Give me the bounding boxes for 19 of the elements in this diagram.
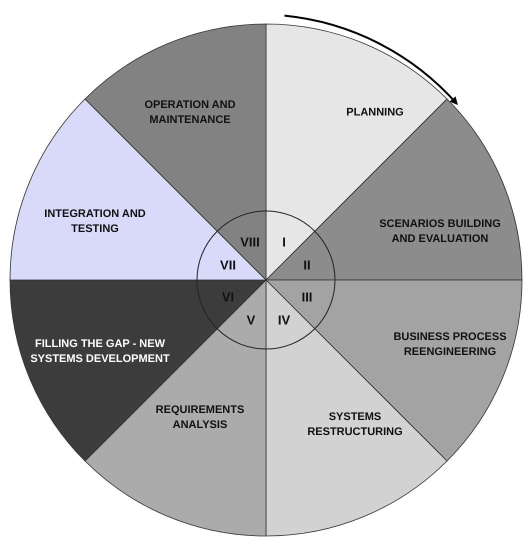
wheel-sector <box>10 98 266 280</box>
phase-number: IV <box>278 312 290 328</box>
phase-title: BUSINESS PROCESS REENGINEERING <box>392 330 508 360</box>
phase-title: OPERATION AND MAINTENANCE <box>143 98 237 128</box>
phase-number: VII <box>220 257 236 272</box>
phase-title: INTEGRATION AND TESTING <box>43 206 147 237</box>
wheel-sector <box>266 280 522 462</box>
phase-title: PLANNING <box>345 106 405 120</box>
phase-number: II <box>303 257 311 272</box>
phase-number: I <box>282 234 286 250</box>
wheel-sector <box>266 98 522 280</box>
phase-number: VIII <box>240 234 260 250</box>
wheel-sector <box>10 280 266 462</box>
phase-number: V <box>246 312 256 328</box>
phase-title: SCENARIOS BUILDING AND EVALUATION <box>378 216 502 247</box>
phase-number: III <box>302 290 312 304</box>
phase-title: SYSTEMS RESTRUCTURING <box>306 410 404 440</box>
phase-title: REQUIREMENTS ANALYSIS <box>154 403 246 433</box>
phase-title: FILLING THE GAP - NEW SYSTEMS DEVELOPMENT <box>29 337 171 367</box>
